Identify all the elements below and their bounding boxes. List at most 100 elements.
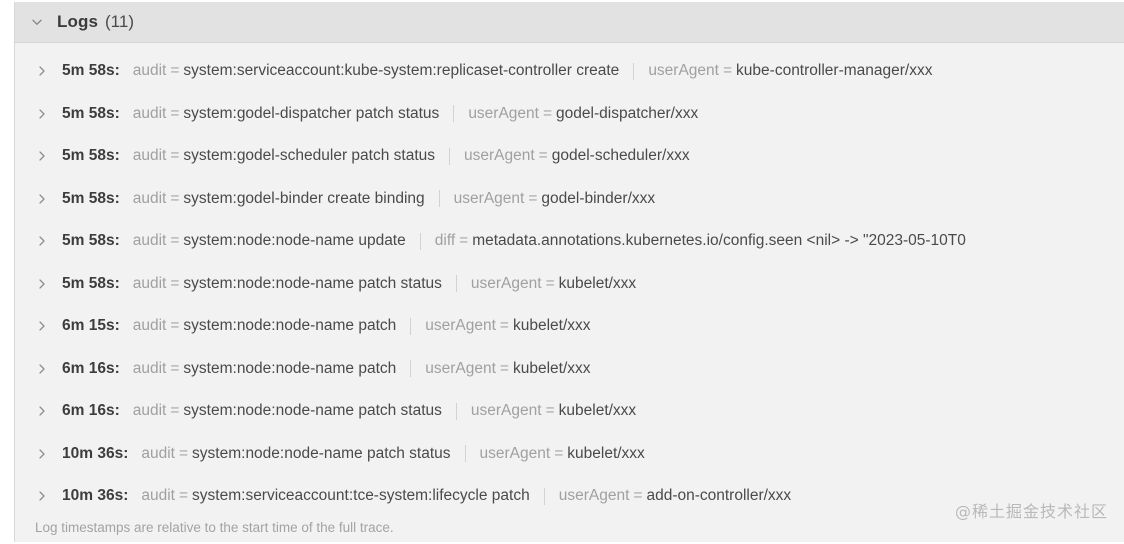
log-field: userAgent=kubelet/xxx — [471, 402, 636, 420]
log-field-value: godel-dispatcher/xxx — [556, 104, 699, 122]
log-row[interactable]: 5m 58s: audit=system:node:node-name patc… — [15, 263, 1124, 306]
log-field-key: audit — [132, 189, 167, 207]
log-field: audit=system:godel-scheduler patch statu… — [133, 147, 435, 165]
log-row[interactable]: 6m 15s: audit=system:node:node-name patc… — [15, 305, 1124, 348]
log-field: userAgent=kubelet/xxx — [425, 317, 590, 335]
chevron-right-icon[interactable] — [35, 107, 49, 121]
log-field-equals: = — [178, 444, 189, 462]
log-field-key: userAgent — [453, 189, 525, 207]
log-field-value: system:node:node-name patch status — [183, 402, 442, 420]
log-field-value: godel-binder/xxx — [541, 189, 656, 207]
log-field-key: audit — [132, 62, 167, 80]
field-separator — [419, 232, 421, 250]
log-field: audit=system:node:node-name patch status — [133, 402, 442, 420]
log-field-key: audit — [132, 402, 167, 420]
log-field-value: kubelet/xxx — [558, 274, 637, 292]
log-field-value: system:node:node-name update — [183, 232, 406, 250]
chevron-right-icon[interactable] — [35, 234, 49, 248]
chevron-right-icon[interactable] — [35, 447, 49, 461]
log-field-value: metadata.annotations.kubernetes.io/confi… — [472, 232, 966, 250]
field-separator — [410, 360, 412, 378]
log-field-value: kubelet/xxx — [567, 444, 645, 462]
chevron-right-icon[interactable] — [35, 362, 49, 376]
log-field-key: audit — [132, 232, 167, 250]
log-field-equals: = — [554, 444, 564, 462]
log-field-key: userAgent — [470, 274, 542, 292]
log-field-value: system:node:node-name patch status — [183, 274, 442, 292]
log-field-value: add-on-controller/xxx — [646, 487, 792, 505]
field-separator — [449, 147, 450, 165]
log-field-key: audit — [141, 444, 175, 462]
log-row-timestamp: 6m 16s: — [62, 359, 120, 377]
log-row-timestamp: 5m 58s: — [62, 62, 120, 80]
log-field-equals: = — [538, 147, 548, 165]
log-row[interactable]: 5m 58s: audit=system:godel-binder create… — [15, 178, 1124, 221]
log-field: userAgent=godel-dispatcher/xxx — [468, 105, 698, 123]
log-field-key: userAgent — [648, 62, 719, 80]
log-field-key: userAgent — [425, 359, 496, 377]
log-row[interactable]: 6m 16s: audit=system:node:node-name patc… — [15, 348, 1124, 391]
log-row[interactable]: 10m 36s: audit=system:node:node-name pat… — [15, 433, 1124, 476]
log-field: audit=system:node:node-name patch status — [133, 275, 442, 293]
logs-row-list: 5m 58s: audit=system:serviceaccount:kube… — [15, 43, 1124, 518]
chevron-right-icon[interactable] — [35, 404, 49, 418]
field-separator — [464, 445, 466, 463]
log-row[interactable]: 5m 58s: audit=system:serviceaccount:kube… — [15, 50, 1124, 93]
chevron-right-icon[interactable] — [35, 64, 49, 78]
log-field-key: userAgent — [558, 487, 630, 505]
log-field-equals: = — [499, 359, 509, 377]
logs-section-header[interactable]: Logs (11) — [15, 2, 1124, 43]
log-field-value: system:node:node-name patch — [183, 317, 397, 335]
log-field: audit=system:serviceaccount:kube-system:… — [133, 62, 620, 80]
log-field-key: userAgent — [479, 444, 551, 462]
log-field: userAgent=kube-controller-manager/xxx — [648, 62, 932, 80]
logs-panel: Logs (11) 5m 58s: audit=system:serviceac… — [14, 2, 1124, 542]
log-field-value: system:serviceaccount:tce-system:lifecyc… — [192, 487, 530, 505]
log-field-equals: = — [170, 317, 180, 335]
log-field-value: kubelet/xxx — [512, 317, 591, 335]
log-field-value: godel-scheduler/xxx — [551, 147, 690, 165]
log-field-equals: = — [459, 232, 469, 250]
log-row-timestamp: 10m 36s: — [62, 487, 129, 505]
log-field-key: audit — [132, 147, 167, 165]
log-field: userAgent=kubelet/xxx — [425, 360, 590, 378]
chevron-right-icon[interactable] — [35, 319, 49, 333]
log-row[interactable]: 5m 58s: audit=system:godel-scheduler pat… — [15, 135, 1124, 178]
field-separator — [438, 190, 440, 208]
logs-count: (11) — [105, 12, 134, 31]
log-field-key: diff — [434, 232, 456, 250]
log-row-timestamp: 5m 58s: — [62, 274, 120, 292]
log-field: audit=system:godel-dispatcher patch stat… — [133, 105, 440, 123]
log-row[interactable]: 5m 58s: audit=system:node:node-name upda… — [15, 220, 1124, 263]
log-field-value: system:serviceaccount:kube-system:replic… — [183, 62, 620, 80]
log-row[interactable]: 10m 36s: audit=system:serviceaccount:tce… — [15, 475, 1124, 518]
log-row-fields: audit=system:serviceaccount:tce-system:l… — [141, 487, 1124, 505]
log-field-key: userAgent — [470, 402, 542, 420]
log-row-fields: audit=system:node:node-name patch status… — [133, 402, 1124, 420]
log-row-timestamp: 10m 36s: — [62, 444, 129, 462]
chevron-right-icon[interactable] — [35, 192, 49, 206]
chevron-right-icon[interactable] — [35, 489, 49, 503]
log-row-timestamp: 5m 58s: — [62, 104, 120, 122]
chevron-right-icon[interactable] — [35, 149, 49, 163]
log-row[interactable]: 5m 58s: audit=system:godel-dispatcher pa… — [15, 93, 1124, 136]
log-field-equals: = — [170, 62, 180, 80]
log-field-equals: = — [528, 189, 538, 207]
log-field-key: audit — [132, 359, 167, 377]
log-field: userAgent=godel-scheduler/xxx — [464, 147, 690, 165]
log-row-timestamp: 6m 15s: — [62, 317, 120, 335]
chevron-down-icon[interactable] — [29, 14, 45, 30]
log-field-equals: = — [170, 232, 180, 250]
chevron-right-icon[interactable] — [35, 277, 49, 291]
log-field-value: system:godel-dispatcher patch status — [183, 104, 440, 122]
log-row-fields: audit=system:node:node-name patch status… — [141, 445, 1124, 463]
log-field: userAgent=kubelet/xxx — [480, 445, 645, 463]
log-row[interactable]: 6m 16s: audit=system:node:node-name patc… — [15, 390, 1124, 433]
field-separator — [633, 62, 635, 80]
log-row-fields: audit=system:godel-dispatcher patch stat… — [133, 105, 1124, 123]
log-field-equals: = — [545, 274, 555, 292]
